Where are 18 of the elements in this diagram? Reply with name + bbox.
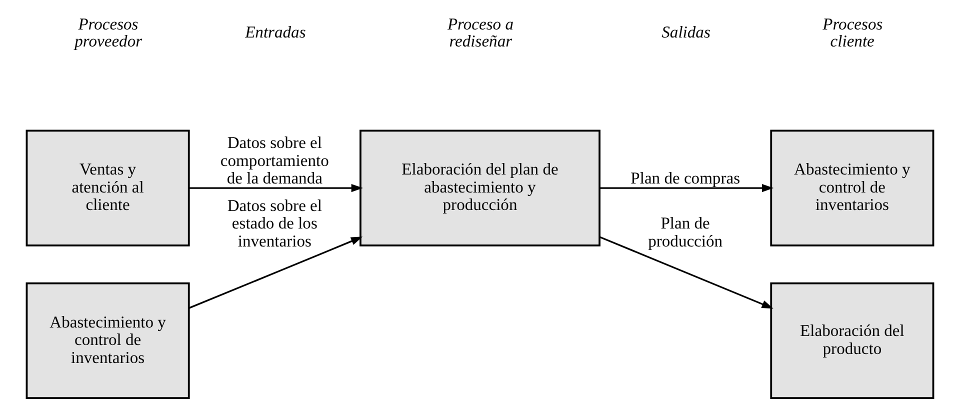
label: Entradas bbox=[244, 22, 306, 42]
arrow bbox=[598, 236, 773, 309]
arrow bbox=[599, 184, 774, 192]
node-box: Abastecimiento y control de inventarios bbox=[25, 282, 190, 400]
edge-label: Datos sobre el comportamiento de la demanda bbox=[220, 133, 328, 188]
label: Salidas bbox=[661, 22, 710, 42]
arrow bbox=[188, 236, 362, 309]
node-box: Abastecimiento y control de inventarios bbox=[770, 130, 934, 246]
label: Procesos proveedor bbox=[74, 14, 142, 50]
node-box: Elaboración del plan de abastecimiento y producción bbox=[359, 130, 600, 246]
arrow bbox=[188, 184, 362, 192]
node-box: Elaboración del producto bbox=[770, 282, 934, 400]
edge-label: Plan de compras bbox=[630, 168, 740, 188]
node-box: Ventas y atención al cliente bbox=[25, 130, 190, 246]
label: Proceso a rediseñar bbox=[446, 14, 513, 50]
edge-label: Datos sobre el estado de los inventarios bbox=[226, 196, 322, 250]
label: Procesos cliente bbox=[822, 14, 882, 50]
edge-label: Plan de producción bbox=[648, 214, 722, 250]
